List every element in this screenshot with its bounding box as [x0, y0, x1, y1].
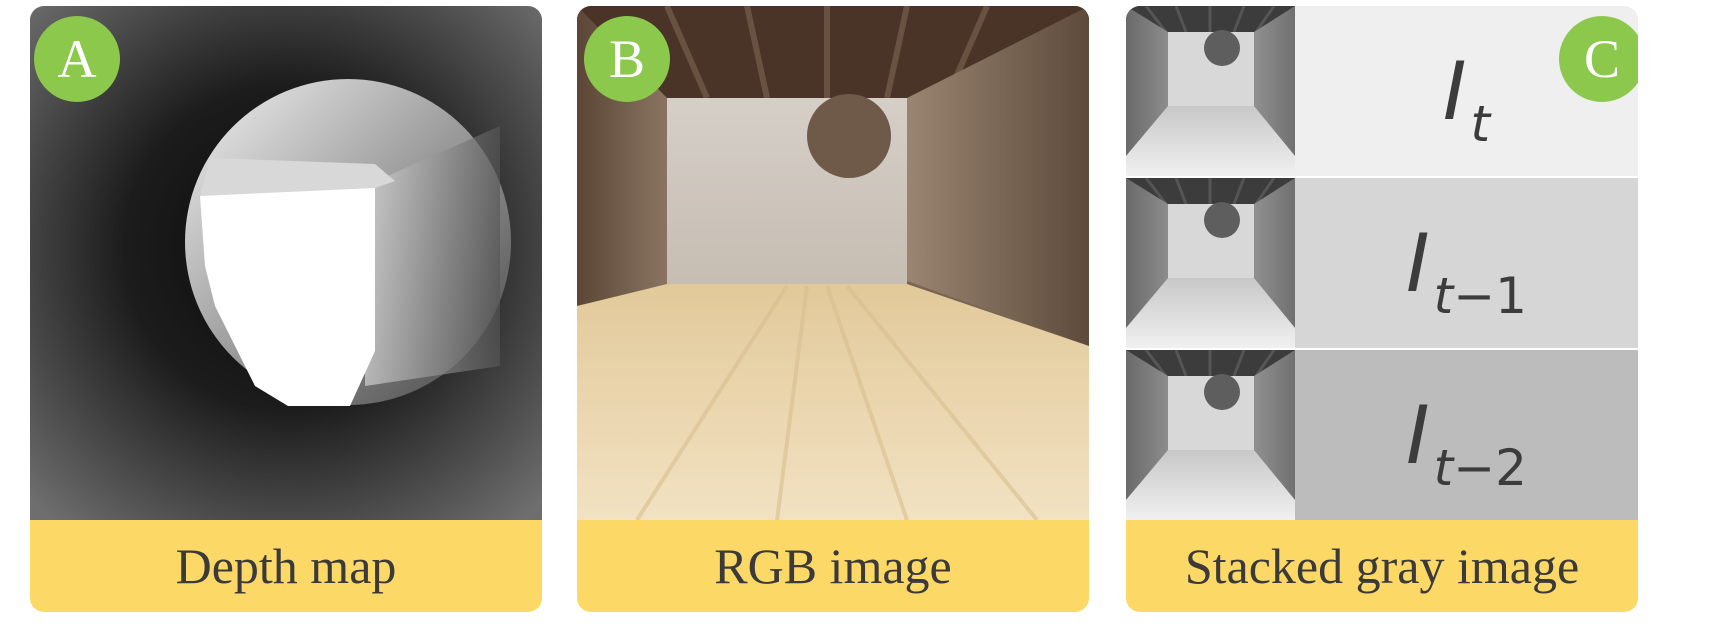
panel-depth-map: A Depth map [30, 6, 542, 612]
caption-stacked-gray-image: Stacked gray image [1126, 520, 1638, 612]
caption-depth-map: Depth map [30, 520, 542, 612]
gray-frame-t-1 [1126, 178, 1295, 348]
badge-c: C [1559, 16, 1638, 102]
badge-b: B [584, 16, 670, 102]
frame-label-t-1: It−1 [1295, 178, 1638, 348]
panel-rgb-image: B RGB image [577, 6, 1089, 612]
gray-frame-t-2 [1126, 350, 1295, 520]
frame-label-t-text: It [1442, 44, 1491, 153]
frame-label-t-2-text: It−2 [1406, 388, 1527, 497]
depth-map-image [30, 6, 542, 520]
stacked-gray-image: It It−1 It−2 [1126, 6, 1638, 520]
caption-rgb-image: RGB image [577, 520, 1089, 612]
badge-a: A [34, 16, 120, 102]
frame-label-t-2: It−2 [1295, 350, 1638, 520]
panel-stacked-gray-image: It It−1 It−2 C Stacked gray image [1126, 6, 1638, 612]
frame-label-t-1-text: It−1 [1406, 216, 1527, 325]
gray-frame-t [1126, 6, 1295, 176]
